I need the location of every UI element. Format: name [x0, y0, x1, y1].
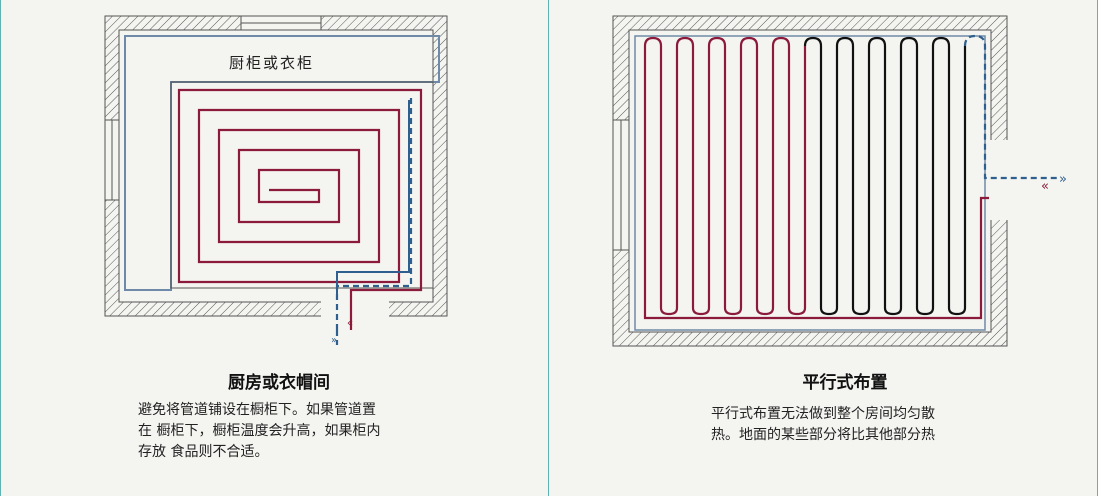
kitchen-layout-panel: » « 厨柜或衣柜 厨房或衣帽间 避免将管道铺设在橱柜下。如果管道置 在 橱柜下… — [0, 0, 549, 496]
parallel-title: 平行式布置 — [802, 373, 888, 393]
floor-outline — [634, 35, 986, 331]
supply-pipe — [177, 88, 423, 330]
floor-area — [170, 81, 434, 289]
return-pipe — [335, 98, 413, 345]
room-label: 厨柜或衣柜 — [229, 54, 315, 72]
return-arrow-icon: » — [331, 335, 337, 346]
description-line: 在 橱柜下，橱柜温度会升高，如果柜内 — [138, 423, 381, 439]
description-line: 避免将管道铺设在橱柜下。如果管道置 — [138, 402, 376, 418]
parallel-layout-panel: » « 平行式布置 平行式布置无法做到整个房间均匀散 热。地面的某些部分将比其他… — [549, 0, 1098, 496]
supply-arrow-icon: « — [347, 318, 353, 329]
room-walls — [612, 15, 1009, 347]
return-pipe-inner — [336, 100, 410, 300]
kitchen-title: 厨房或衣帽间 — [228, 373, 330, 393]
cold-serpentine — [803, 36, 967, 316]
supply-serpentine — [643, 36, 989, 320]
parallel-description: 平行式布置无法做到整个房间均匀散 热。地面的某些部分将比其他部分热 — [711, 404, 1001, 446]
parallel-floor-plan: » « — [612, 15, 1067, 347]
supply-arrow-icon: « — [1041, 179, 1049, 194]
kitchen-description: 避免将管道铺设在橱柜下。如果管道置 在 橱柜下，橱柜温度会升高，如果柜内 存放 … — [138, 400, 428, 463]
return-arrow-icon: » — [1059, 172, 1067, 187]
return-serpentine — [963, 34, 1057, 180]
kitchen-floor-plan: » « — [104, 15, 448, 346]
description-line: 热。地面的某些部分将比其他部分热 — [711, 427, 935, 443]
description-line: 存放 食品则不合适。 — [138, 444, 269, 460]
description-line: 平行式布置无法做到整个房间均匀散 — [711, 406, 935, 422]
